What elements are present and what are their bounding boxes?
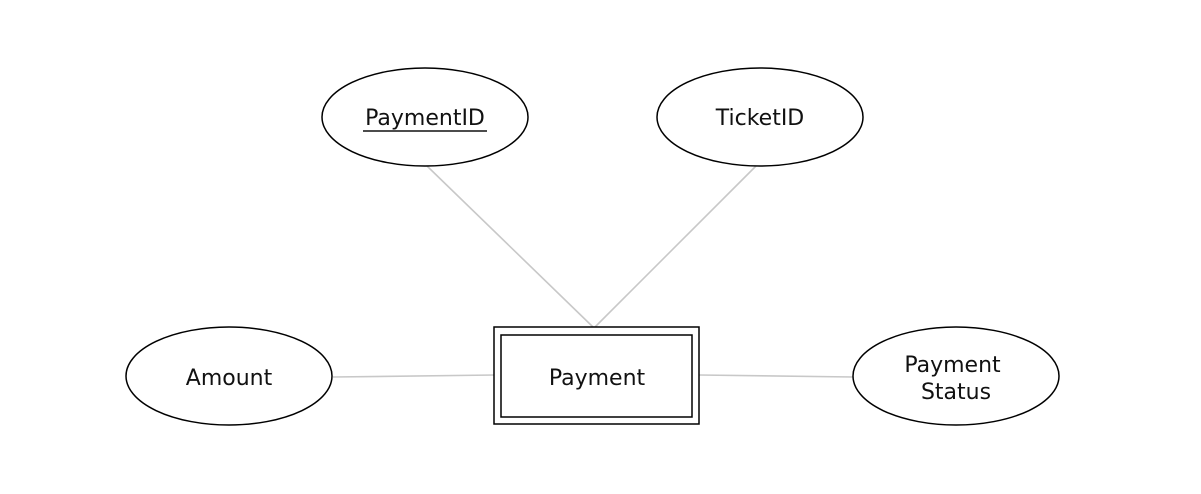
connector-ticketid	[594, 165, 757, 328]
connector-paymentid	[426, 165, 594, 328]
attribute-payment-status-label: Payment Status	[904, 353, 1007, 405]
attribute-payment-status[interactable]: Payment Status	[852, 326, 1060, 426]
attribute-amount[interactable]: Amount	[125, 326, 333, 426]
entity-payment-inner-border	[500, 334, 693, 418]
attribute-payment-status-ellipse	[852, 326, 1060, 426]
attribute-amount-ellipse	[125, 326, 333, 426]
attribute-paymentid[interactable]: PaymentID	[321, 67, 529, 167]
entity-payment[interactable]: Payment	[493, 326, 700, 425]
attribute-paymentid-label: PaymentID	[365, 106, 485, 131]
connector-amount	[332, 374, 496, 378]
attribute-paymentid-ellipse	[321, 67, 529, 167]
attribute-ticketid-ellipse	[656, 67, 864, 167]
connector-payment-status	[698, 374, 854, 378]
attribute-ticketid[interactable]: TicketID	[656, 67, 864, 167]
entity-payment-label: Payment	[549, 366, 646, 391]
attribute-payment-status-line-2: Status	[921, 380, 991, 405]
attribute-ticketid-label: TicketID	[715, 106, 805, 131]
attribute-payment-status-line-1: Payment	[904, 353, 1001, 378]
attribute-amount-label: Amount	[186, 366, 273, 391]
